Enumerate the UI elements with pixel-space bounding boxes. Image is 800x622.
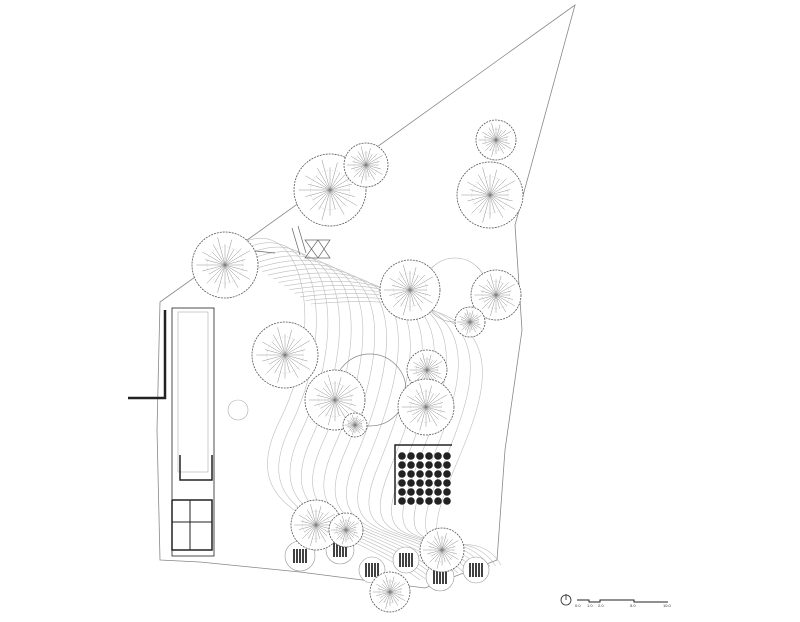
- orchard-tree-dot: [434, 452, 442, 460]
- orchard-tree-dot: [407, 470, 415, 478]
- orchard-tree-dot: [434, 488, 442, 496]
- orchard-tree-dot: [443, 461, 451, 469]
- orchard-tree-dot: [398, 470, 406, 478]
- tree-icon: [290, 499, 342, 551]
- orchard-tree-dot: [416, 497, 424, 505]
- planting-bed: [462, 556, 490, 584]
- orchard-tree-dot: [416, 452, 424, 460]
- contour-line: [246, 251, 437, 578]
- orchard-tree-dot: [425, 461, 433, 469]
- planting-bed: [392, 546, 420, 574]
- orchard-tree-dot: [398, 452, 406, 460]
- orchard-tree-dot: [407, 488, 415, 496]
- orchard-tree-dot: [398, 479, 406, 487]
- orchard-tree-dot: [434, 461, 442, 469]
- scale-label: 2.0: [598, 603, 604, 608]
- tree-icon: [342, 412, 368, 438]
- scale-label: 5.0: [630, 603, 636, 608]
- orchard-tree-dot: [425, 488, 433, 496]
- scale-label: 1.0: [587, 603, 593, 608]
- tree-icon: [191, 231, 259, 299]
- orchard-tree-dot: [407, 452, 415, 460]
- orchard-tree-dot: [398, 488, 406, 496]
- play-structure: [244, 225, 331, 259]
- contour-line: [256, 260, 448, 576]
- orchard-tree-dot: [434, 479, 442, 487]
- tree-icon: [454, 306, 486, 338]
- orchard-tree-dot: [407, 461, 415, 469]
- site-boundary: [156, 4, 576, 589]
- scale-bar: 0.0 1.0 2.0 5.0 10.0: [560, 594, 672, 608]
- tree-icon: [343, 142, 389, 188]
- orchard-tree-dot: [425, 452, 433, 460]
- orchard-tree-dot: [443, 479, 451, 487]
- scale-label: 0.0: [575, 603, 581, 608]
- tree-icon: [397, 378, 455, 436]
- orchard-tree-dot: [443, 470, 451, 478]
- tree-icon: [251, 321, 319, 389]
- orchard-tree-dot: [416, 461, 424, 469]
- contour-line: [273, 272, 464, 573]
- tree-icon: [369, 571, 411, 613]
- orchard-tree-dot: [443, 497, 451, 505]
- orchard-tree-dot: [416, 488, 424, 496]
- orchard-tree-dot: [398, 461, 406, 469]
- orchard-tree-dot: [407, 479, 415, 487]
- orchard-tree-dot: [443, 452, 451, 460]
- north-arrow-icon: [560, 594, 572, 606]
- orchard-tree-dot: [407, 497, 415, 505]
- orchard-tree-dot: [398, 497, 406, 505]
- tree-icon: [379, 259, 441, 321]
- building: [128, 307, 249, 557]
- contour-lines: [229, 237, 502, 581]
- tree-icon: [470, 269, 522, 321]
- tree-icon: [419, 527, 465, 573]
- orchard-tree-dot: [416, 479, 424, 487]
- tree-icon: [406, 349, 448, 391]
- orchard-tree-dot: [434, 470, 442, 478]
- orchard-tree-dot: [443, 488, 451, 496]
- tree-icon: [456, 161, 524, 229]
- orchard-tree-dot: [425, 470, 433, 478]
- orchard-tree-dot: [425, 497, 433, 505]
- orchard-grid: [394, 444, 452, 505]
- orchard-tree-dot: [434, 497, 442, 505]
- tree-icon: [328, 512, 364, 548]
- scale-label: 10.0: [663, 603, 672, 608]
- tree-icon: [475, 119, 517, 161]
- orchard-tree-dot: [425, 479, 433, 487]
- orchard-tree-dot: [416, 470, 424, 478]
